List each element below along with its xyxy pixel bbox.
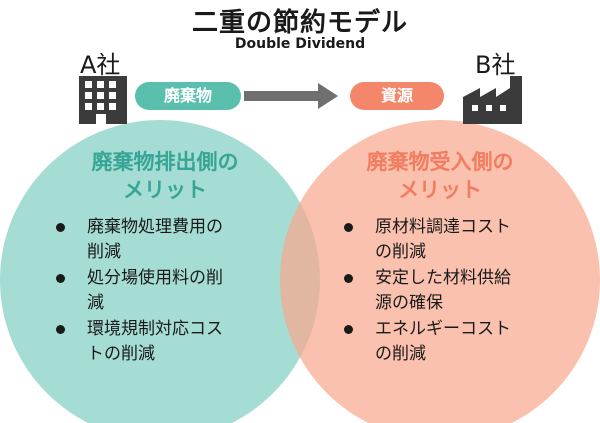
resource-pill: 資源 [350,82,444,110]
bullet-icon [344,274,353,283]
left-heading-line2: メリット [123,178,207,202]
right-heading-line2: メリット [398,178,482,202]
company-b-label: B社 [475,51,516,79]
list-item: 廃棄物処理費用の削減 [56,215,286,265]
right-heading: 廃棄物受入側の メリット [320,148,560,204]
waste-pill: 廃棄物 [135,82,241,110]
bullet-icon [344,223,353,232]
left-heading: 廃棄物排出側の メリット [50,148,280,204]
left-heading-line1: 廃棄物排出側の [91,150,239,174]
arrow-right-icon [244,83,338,109]
right-heading-line1: 廃棄物受入側の [366,150,514,174]
company-a-label: A社 [80,51,121,79]
building-icon [79,76,127,124]
factory-icon [463,76,522,124]
page-subtitle: Double Dividend [234,36,366,52]
list-item: エネルギーコストの削減 [344,317,584,367]
left-circle [0,120,320,423]
page-title: 二重の節約モデル [191,8,408,38]
bullet-icon [56,274,65,283]
list-item: 環境規制対応コストの削減 [56,317,286,367]
bullet-icon [56,223,65,232]
list-item: 原材料調達コストの削減 [344,215,584,265]
list-item: 安定した材料供給源の確保 [344,266,584,316]
bullet-icon [56,325,65,334]
list-item: 処分場使用料の削減 [56,266,286,316]
right-circle [280,120,600,423]
bullet-icon [344,325,353,334]
right-benefits-list: 原材料調達コストの削減 安定した材料供給源の確保 エネルギーコストの削減 [344,215,584,368]
left-benefits-list: 廃棄物処理費用の削減 処分場使用料の削減 環境規制対応コストの削減 [56,215,286,368]
